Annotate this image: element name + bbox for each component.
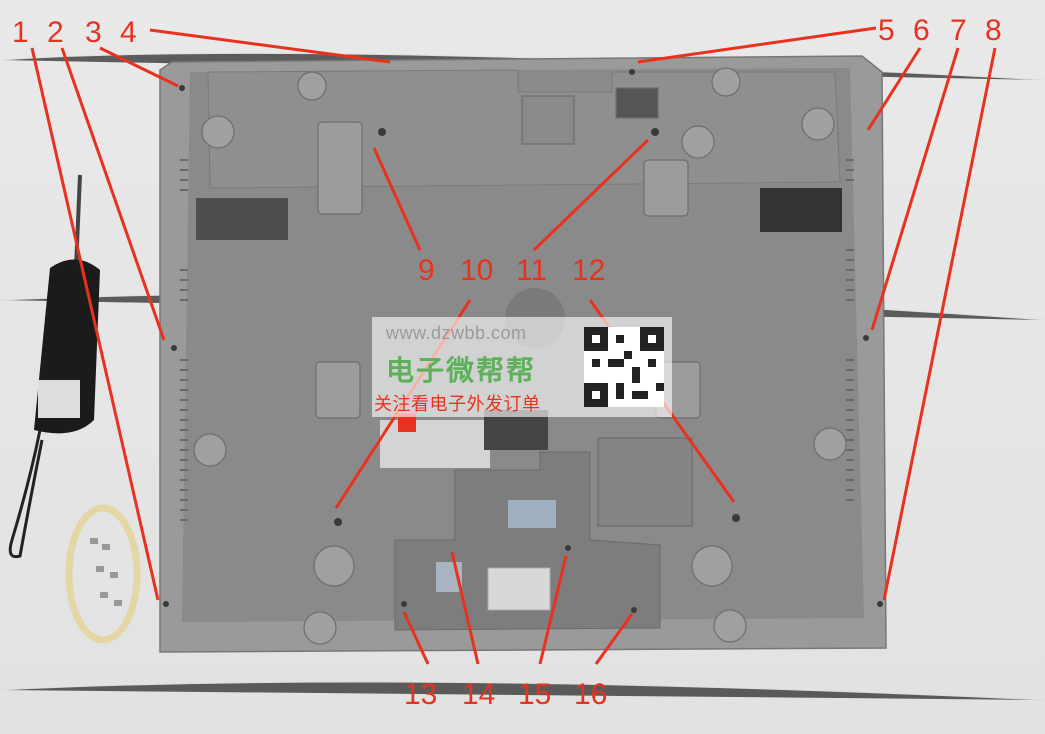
callout-1: 1 [12,16,29,49]
qr-code-icon [584,327,664,407]
screw-hole-13 [401,601,407,607]
arrow-14a [450,551,480,665]
screw-hole-3 [179,85,185,91]
arrow-8 [882,47,997,601]
arrow-1 [30,47,160,601]
screw-hole-2 [171,345,177,351]
callout-5: 5 [878,14,895,47]
arrow-13 [402,611,430,665]
callout-6: 6 [913,14,930,47]
callout-8: 8 [985,14,1002,47]
callout-13: 13 [404,678,438,711]
screw-hole-15 [565,545,571,551]
arrow-9 [372,147,422,251]
arrow-6 [866,47,922,131]
access-panel [597,437,693,527]
screw-hole-8 [877,601,883,607]
callout-3: 3 [85,16,102,49]
watermark-name: 电子微帮帮 [386,355,537,386]
censored-area [380,410,548,468]
label-sticker-blue [508,500,556,528]
callout-16: 16 [574,678,608,711]
right-handle-slot [760,188,842,232]
left-handle-slot [196,198,288,240]
callout-4: 4 [120,16,137,49]
arrow-2 [60,47,166,341]
rating-label [487,567,551,611]
screw-hole-16 [631,607,637,613]
watermark: www.dzwbb.com 电子微帮帮 关注看电子外发订单 [372,317,672,417]
arrow-5 [637,26,877,64]
callout-10: 10 [460,254,494,287]
watermark-slogan: 关注看电子外发订单 [374,394,541,414]
screw-hole-12 [732,514,740,522]
right-vent-slots [846,159,854,501]
left-vent-slots [180,159,188,521]
screw-hole-10 [334,518,342,526]
callout-14: 14 [462,678,496,711]
watermark-url: www.dzwbb.com [386,323,527,343]
callout-12: 12 [572,254,606,287]
screw-hole-11 [651,128,659,136]
arrow-16 [594,613,634,665]
arrow-7 [870,47,960,331]
screw-hole-9 [378,128,386,136]
keyhole-mounts [193,67,847,645]
callout-15: 15 [518,678,552,711]
arrow-15 [538,555,568,665]
screw-hole-7 [863,335,869,341]
screws-icon [90,538,122,606]
callout-7: 7 [950,14,967,47]
screwdriver-icon [8,174,100,559]
arrow-4a [149,28,391,64]
arrow-11 [532,138,650,252]
screw-hole-1 [163,601,169,607]
callout-11: 11 [516,254,548,287]
arrow-3 [99,46,179,88]
rubber-band-icon [65,504,141,644]
screw-hole-5 [629,69,635,75]
callout-2: 2 [47,16,64,49]
callout-9: 9 [418,254,435,287]
mounting-hooks [315,87,701,419]
